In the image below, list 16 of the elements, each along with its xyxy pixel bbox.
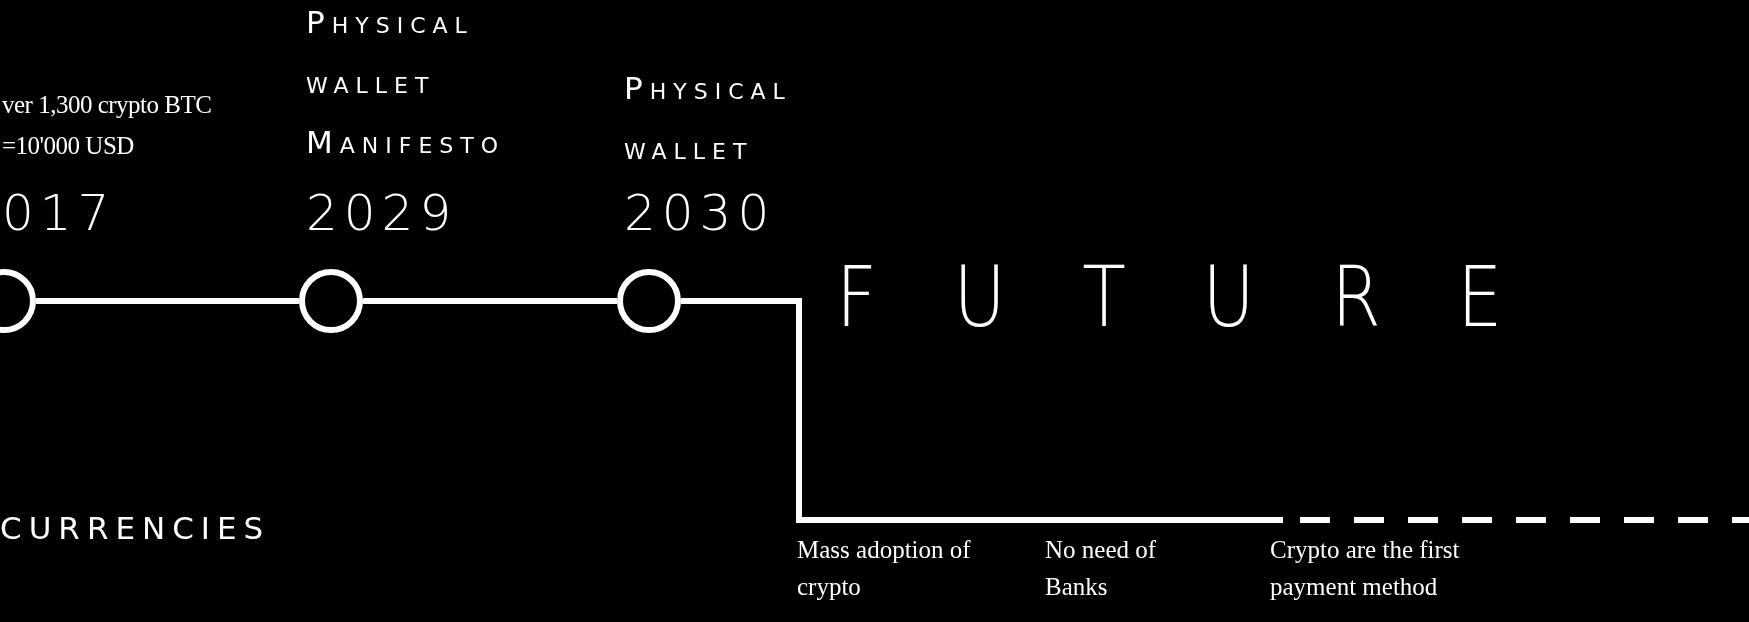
year-label: 2030 <box>624 183 777 243</box>
milestone-text: No need of Banks <box>1045 535 1158 602</box>
timeline-line <box>36 298 299 304</box>
milestone-note: ver 1,300 crypto BTC =10'000 USD <box>2 90 213 161</box>
milestone-title: Physical wallet Manifesto <box>306 3 507 162</box>
year-label: 017 <box>2 183 117 243</box>
year-label: 2029 <box>306 183 459 243</box>
heading: FUTURE <box>836 252 1580 342</box>
milestone-circle <box>299 269 363 333</box>
milestone-title: Physical wallet <box>624 69 793 168</box>
section-label: CURRENCIES <box>0 509 272 548</box>
timeline-line <box>363 298 617 304</box>
milestone-circle <box>617 269 681 333</box>
milestone-text: Mass adoption of crypto <box>797 535 972 602</box>
milestone-text: Crypto are the first payment method <box>1270 535 1461 602</box>
timeline-line <box>681 298 1283 523</box>
